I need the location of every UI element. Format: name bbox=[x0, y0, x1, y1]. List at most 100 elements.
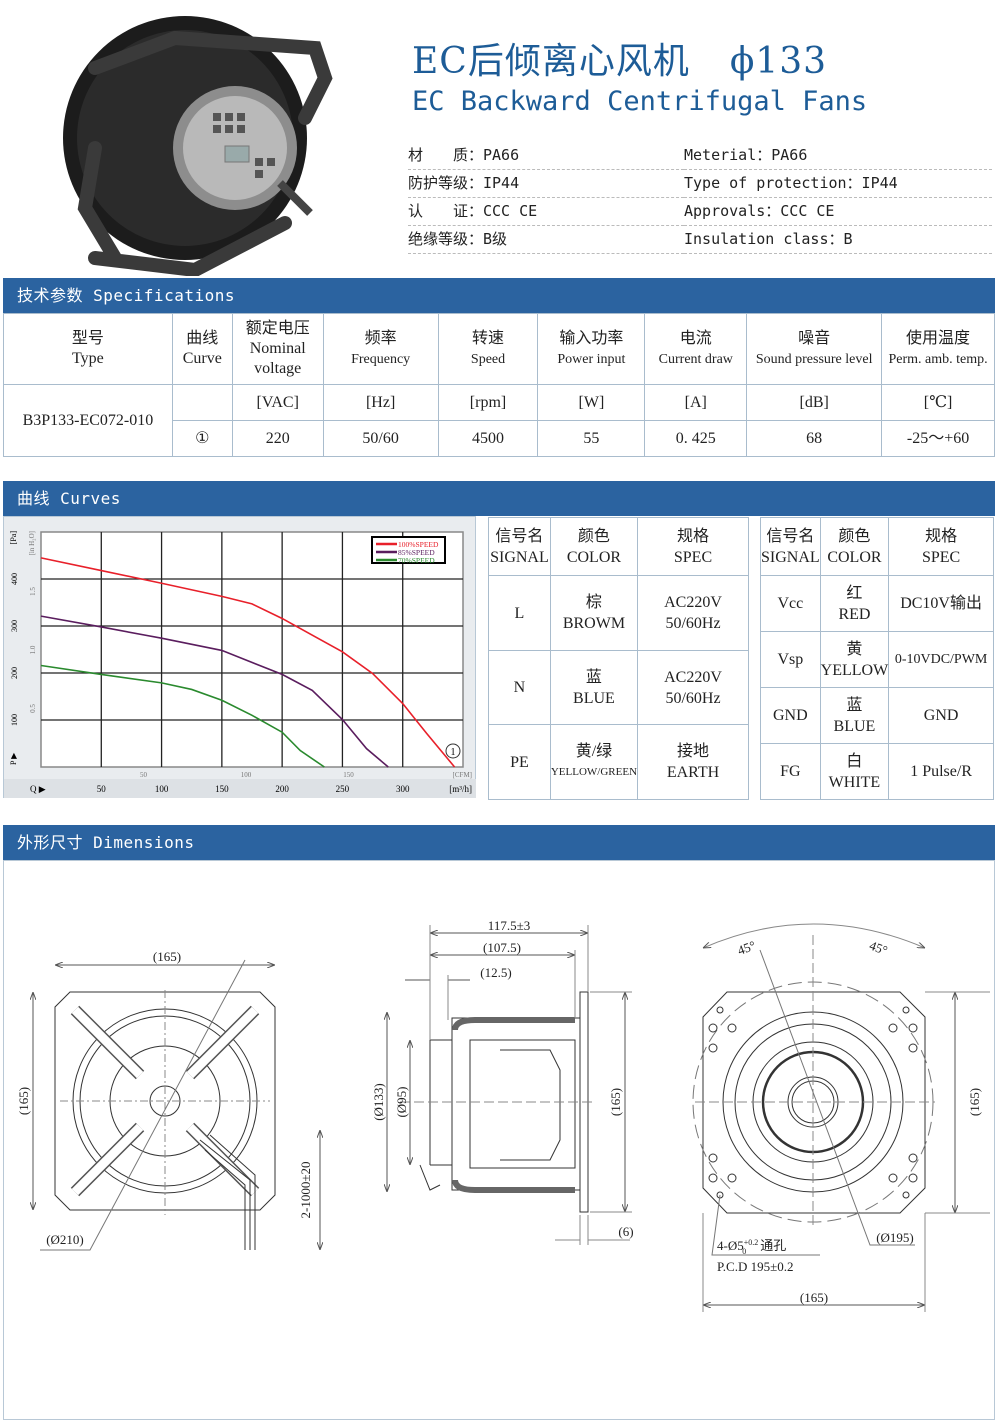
value-cell: 55 bbox=[537, 420, 646, 457]
signal-spec: DC10V输出 bbox=[888, 575, 994, 632]
value-cell: 220 bbox=[231, 420, 324, 457]
side-d133-dim: (Ø133) bbox=[371, 1083, 386, 1121]
curve-marker: 1 bbox=[451, 747, 456, 758]
x-tick-label: 200 bbox=[275, 784, 289, 794]
x-unit-label: [m³/h] bbox=[449, 784, 472, 794]
fan-product-photo bbox=[63, 16, 333, 276]
back-view-drawing bbox=[692, 923, 990, 1312]
value-cell: 50/60 bbox=[322, 420, 439, 457]
signal-spec: 1 Pulse/R bbox=[888, 743, 994, 800]
signal-name: Vcc bbox=[760, 575, 821, 632]
legend-label: 85%SPEED bbox=[398, 548, 435, 557]
cfm-tick-label: 50 bbox=[140, 771, 148, 779]
unit-cell: [rpm] bbox=[437, 384, 539, 421]
signal-name: Vsp bbox=[760, 631, 821, 688]
empty-cell bbox=[171, 384, 233, 421]
front-height-dim: (165) bbox=[16, 1087, 31, 1115]
property-cn: 绝缘等级：B级 bbox=[408, 226, 684, 254]
properties-en: Meterial：PA66 Type of protection：IP44 Ap… bbox=[684, 142, 992, 254]
cable-length-dim: 2-1000±20 bbox=[298, 1162, 313, 1219]
signal-spec: GND bbox=[888, 687, 994, 744]
spec-values-row: ① 220 50/60 4500 55 0. 425 68 -25～+60 bbox=[4, 420, 995, 457]
side-d95-dim: (Ø95) bbox=[394, 1086, 409, 1117]
inh2o-tick-label: 1.5 bbox=[29, 587, 37, 596]
angle-left: 45° bbox=[735, 938, 757, 958]
y-unit-label: [Pa] bbox=[9, 531, 18, 545]
specifications-header: 技术参数 Specifications bbox=[3, 278, 995, 313]
spec-units-row: B3P133-EC072-010 [VAC] [Hz] [rpm] [W] [A… bbox=[3, 384, 995, 457]
front-view-drawing bbox=[33, 959, 320, 1251]
unit-cell: [A] bbox=[644, 384, 748, 421]
unit-cell: [Hz] bbox=[322, 384, 439, 421]
y-tick-label: 100 bbox=[10, 714, 19, 726]
y-axis-prefix: P ▶ bbox=[9, 752, 18, 765]
property-cn: 防护等级：IP44 bbox=[408, 170, 684, 198]
angle-right: 45° bbox=[867, 938, 889, 958]
unit-cell: [℃] bbox=[881, 384, 995, 421]
property-en: Insulation class：B bbox=[684, 226, 992, 254]
signal-name: PE bbox=[488, 724, 551, 800]
property-en: Approvals：CCC CE bbox=[684, 198, 992, 226]
curve-cell: ① bbox=[171, 420, 233, 457]
title-cn: EC后倾离心风机 bbox=[412, 41, 690, 82]
properties-cn: 材 质：PA66 防护等级：IP44 认 证：CCC CE 绝缘等级：B级 bbox=[408, 142, 684, 254]
plot-area bbox=[40, 531, 464, 768]
side-overall-dim: 117.5±3 bbox=[488, 918, 530, 933]
property-en: Type of protection：IP44 bbox=[684, 170, 992, 198]
x-tick-label: 50 bbox=[97, 784, 107, 794]
y-tick-label: 300 bbox=[10, 620, 19, 632]
signal-name: N bbox=[488, 650, 551, 725]
x-tick-label: 150 bbox=[215, 784, 229, 794]
legend-label: 70%SPEED bbox=[398, 556, 435, 565]
legend-label: 100%SPEED bbox=[398, 540, 439, 549]
value-cell: 68 bbox=[746, 420, 883, 457]
model-cell: B3P133-EC072-010 bbox=[3, 384, 173, 457]
signal-name: L bbox=[488, 575, 551, 651]
side-height-dim: (165) bbox=[608, 1088, 623, 1116]
curve-85%speed bbox=[40, 615, 389, 768]
x-tick-label: 250 bbox=[336, 784, 350, 794]
side-view-drawing bbox=[387, 925, 632, 1245]
dimensions-header: 外形尺寸 Dimensions bbox=[3, 825, 995, 860]
curves-header: 曲线 Curves bbox=[3, 481, 995, 516]
value-cell: 4500 bbox=[437, 420, 539, 457]
x-tick-label: 100 bbox=[155, 784, 169, 794]
y-tick-label: 200 bbox=[10, 667, 19, 679]
signal-spec: 0-10VDC/PWM bbox=[888, 631, 994, 688]
y-tick-label: 400 bbox=[10, 573, 19, 585]
unit-cell: [VAC] bbox=[231, 384, 324, 421]
flange-thickness-dim: (6) bbox=[618, 1224, 633, 1239]
product-subtitle: EC Backward Centrifugal Fans bbox=[412, 86, 868, 117]
value-cell: 0. 425 bbox=[644, 420, 748, 457]
side-offset-dim: (12.5) bbox=[480, 965, 511, 980]
signal-name: GND bbox=[760, 687, 821, 744]
